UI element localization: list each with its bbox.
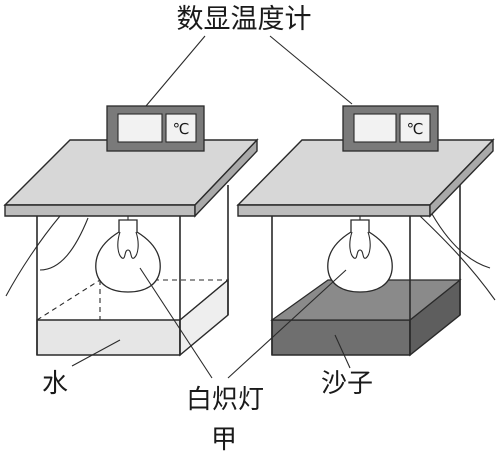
left-box-back-left <box>36 279 101 321</box>
left-thermometer-unit: ℃ <box>173 120 190 138</box>
bulb-leader-left <box>139 267 213 379</box>
left-lid-front <box>4 204 196 217</box>
left-bulb-filament <box>117 231 139 259</box>
right-lid-side <box>429 138 494 218</box>
right-lid-front <box>237 204 431 217</box>
right-thermometer-unit: ℃ <box>407 120 424 138</box>
left-thermometer-screen <box>117 113 163 143</box>
left-lid-side <box>194 138 258 218</box>
water-top-right-edge <box>179 279 229 321</box>
right-bulb-filament <box>349 231 371 259</box>
group-label: 甲 <box>211 425 237 455</box>
water-label: 水 <box>42 369 68 399</box>
water-front-face <box>36 319 181 356</box>
right-wire-inner <box>431 213 491 269</box>
sand-label: 沙子 <box>321 369 373 399</box>
right-bulb-icon <box>327 205 393 293</box>
right-thermometer-screen <box>353 113 397 143</box>
bulb-leader-right <box>227 269 347 379</box>
left-wire-inner <box>39 217 89 271</box>
left-wire-outer <box>5 215 61 297</box>
sand-leader <box>334 334 351 369</box>
bulb-label: 白炽灯 <box>186 385 264 415</box>
left-bulb-icon <box>95 205 161 293</box>
water-side-face <box>179 278 229 357</box>
thermometer-label: 数显温度计 <box>177 4 312 35</box>
sand-front-face <box>271 319 411 356</box>
thermometer-leader-right <box>269 35 353 105</box>
thermometer-leader-left <box>145 35 206 107</box>
right-wire-outer <box>419 215 496 301</box>
left-apparatus: ℃ <box>3 105 259 357</box>
water-leader <box>71 339 121 367</box>
right-thermometer-icon: ℃ <box>342 105 439 152</box>
left-thermometer-icon: ℃ <box>106 105 205 152</box>
right-apparatus: ℃ <box>236 105 496 357</box>
